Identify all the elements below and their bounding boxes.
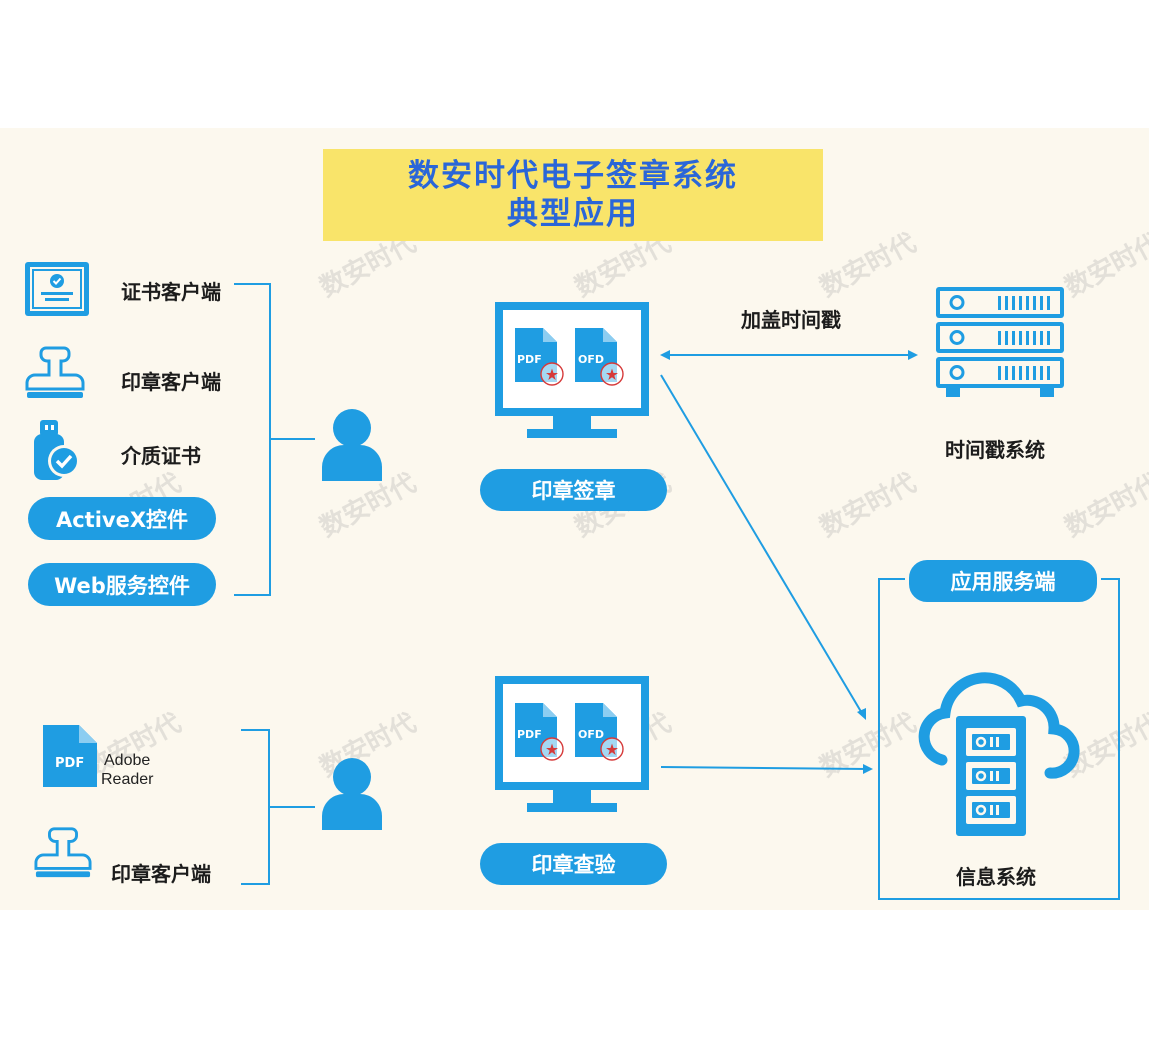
cloud-server-icon bbox=[918, 672, 1080, 840]
seal-verify-pill: 印章查验 bbox=[480, 843, 667, 885]
stamp-icon bbox=[34, 827, 92, 878]
web-service-control-pill: Web服务控件 bbox=[28, 563, 216, 606]
stamp-client-label: 印章客户端 bbox=[121, 370, 221, 394]
pdf-document-icon bbox=[515, 328, 564, 386]
timestamp-arrow-label: 加盖时间戳 bbox=[741, 308, 841, 332]
pdf-doc-label: PDF bbox=[517, 353, 542, 366]
bracket-line bbox=[241, 729, 270, 731]
activex-control-pill: ActiveX控件 bbox=[28, 497, 216, 540]
seal-signing-pill: 印章签章 bbox=[480, 469, 667, 511]
title-line-2: 典型应用 bbox=[507, 196, 639, 232]
reader-label: Reader bbox=[101, 771, 154, 788]
app-server-header-pill: 应用服务端 bbox=[905, 556, 1101, 606]
stamp-icon bbox=[25, 346, 85, 398]
media-cert-label: 介质证书 bbox=[121, 444, 201, 468]
ofd-document-icon bbox=[575, 328, 624, 386]
bracket-line bbox=[269, 438, 315, 440]
usb-key-icon bbox=[34, 420, 80, 480]
pdf-doc-label: PDF bbox=[517, 728, 542, 741]
monitor-icon bbox=[495, 302, 649, 438]
bracket-line bbox=[268, 806, 315, 808]
pdf-file-icon bbox=[43, 725, 97, 787]
ofd-doc-label: OFD bbox=[578, 353, 604, 366]
bracket-line bbox=[234, 283, 271, 285]
bracket-line bbox=[234, 594, 271, 596]
cert-client-label: 证书客户端 bbox=[121, 280, 221, 304]
bracket-line bbox=[241, 883, 270, 885]
certificate-icon bbox=[25, 262, 89, 316]
title-banner: 数安时代电子签章系统 典型应用 bbox=[323, 149, 823, 241]
user-icon bbox=[322, 409, 382, 481]
server-rack-icon bbox=[936, 287, 1064, 397]
pdf-file-icon-label: PDF bbox=[55, 756, 85, 771]
stamp-client-label-bottom: 印章客户端 bbox=[111, 862, 211, 886]
adobe-label: Adobe bbox=[104, 752, 151, 769]
info-system-label: 信息系统 bbox=[956, 865, 1036, 889]
timestamp-system-label: 时间戳系统 bbox=[945, 438, 1045, 462]
user-icon bbox=[322, 758, 382, 830]
title-line-1: 数安时代电子签章系统 bbox=[408, 158, 738, 194]
pdf-document-icon bbox=[515, 703, 564, 761]
ofd-doc-label: OFD bbox=[578, 728, 604, 741]
ofd-document-icon bbox=[575, 703, 624, 761]
